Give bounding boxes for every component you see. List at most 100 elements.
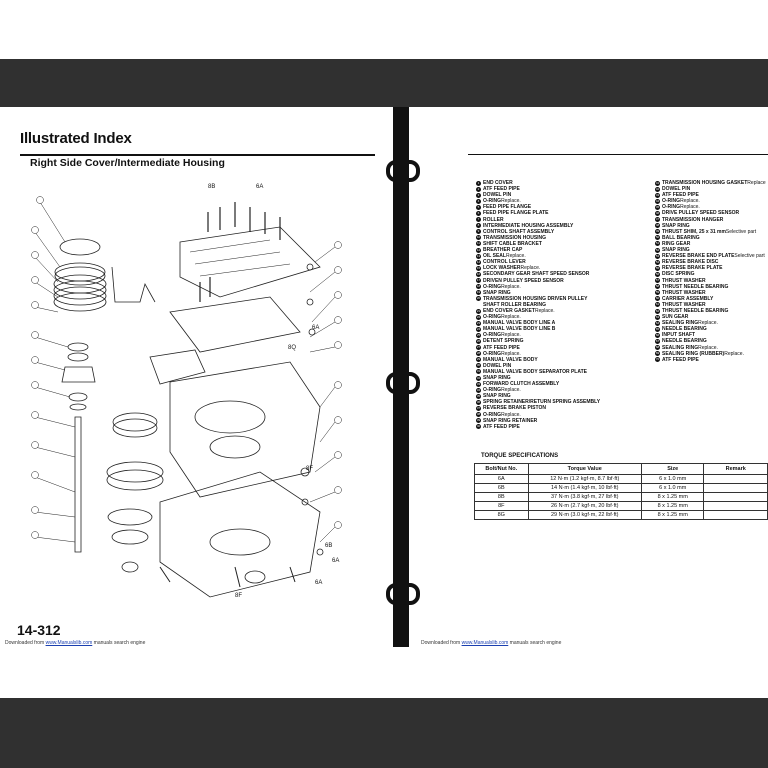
part-name: MANUAL VALVE BODY SEPARATOR PLATE: [483, 368, 587, 375]
callout-number: 23: [476, 320, 481, 326]
callout-number: 57: [655, 278, 660, 284]
bottom-dark-band: [0, 698, 768, 768]
callout-number: 2: [476, 186, 481, 192]
part-name: RING GEAR: [662, 240, 691, 247]
part-name: O-RING: [662, 198, 681, 205]
callout-number: 22: [476, 314, 481, 320]
part-name: CONTROL SHAFT ASSEMBLY: [483, 228, 555, 235]
part-name: FORWARD CLUTCH ASSEMBLY: [483, 381, 560, 388]
callout-number: 28: [476, 351, 481, 357]
part-name: TRANSMISSION HOUSING DRIVEN PULLEY: [483, 295, 588, 302]
part-note: Replace.: [501, 350, 521, 357]
callout-number: 68: [655, 345, 660, 351]
manualslib-link[interactable]: www.Manualslib.com: [461, 640, 509, 646]
callout-number: 64: [655, 320, 660, 326]
part-name: SPRING RETAINER/RETURN SPRING ASSEMBLY: [483, 399, 601, 406]
part-note: Replace.: [501, 314, 521, 321]
part-name: ATF FEED PIPE: [662, 356, 699, 363]
diagram-label: 6B: [325, 543, 332, 549]
diagram-label: 6A: [256, 184, 263, 190]
callout-number: 56: [655, 271, 660, 277]
callout-number: 1: [476, 180, 481, 186]
callout-number: 62: [655, 308, 660, 314]
callout-number: 66: [655, 332, 660, 338]
part-name: ATF FEED PIPE: [483, 423, 520, 430]
callout-number: 7: [476, 217, 481, 223]
table-cell: 26 N·m (2.7 kgf·m, 20 lbf·ft): [527, 501, 642, 511]
part-name: O-RING: [483, 350, 502, 357]
binder-ring: [386, 160, 420, 182]
part-name: O-RING: [483, 314, 502, 321]
forward-clutch: [112, 418, 158, 438]
part-name: SEALING RING: [662, 320, 699, 327]
part-name: DRIVE PULLEY SPEED SENSOR: [662, 210, 740, 217]
part-name: ATF FEED PIPE: [483, 186, 520, 193]
bearing: [121, 561, 139, 573]
callout-number: 25: [476, 332, 481, 338]
top-dark-band: [0, 59, 768, 107]
clutch-disc: [54, 266, 106, 286]
part-name: DOWEL PIN: [483, 362, 512, 369]
part-note: Replace.: [724, 350, 744, 357]
binder-ring: [386, 372, 420, 394]
part-note: Replace.: [501, 332, 521, 339]
table-cell: 8F: [474, 501, 529, 511]
callout-number: 15: [476, 265, 481, 271]
torque-header-row: Bolt/Nut No. Torque Value Size Remark: [474, 463, 768, 475]
callout-number: 20: [476, 296, 481, 302]
callout-number: 26: [476, 338, 481, 344]
callout-number: 47: [655, 217, 660, 223]
part-name: O-RING: [483, 411, 502, 418]
callout-number: 58: [655, 284, 660, 290]
feed-pipe: [111, 266, 156, 303]
diagram-label: 6A: [312, 325, 319, 331]
callout-number: 9: [476, 229, 481, 235]
callout-number: 4: [476, 198, 481, 204]
callout-number: 31: [476, 369, 481, 375]
table-cell: 8 x 1.25 mm: [640, 501, 705, 511]
callout-number: 10: [476, 235, 481, 241]
part-name: SNAP RING: [483, 289, 511, 296]
manualslib-link[interactable]: www.Manualslib.com: [45, 640, 93, 646]
part-name: END COVER: [483, 180, 513, 186]
part-name: THRUST SHIM, 25 x 31 mm: [662, 228, 726, 235]
page-bottom-margin: [0, 647, 768, 698]
callout-number: 48: [655, 223, 660, 229]
end-cover: [179, 226, 321, 298]
column-header: Bolt/Nut No.: [474, 463, 529, 475]
callout-number: 24: [476, 326, 481, 332]
manual-valve-body: [149, 349, 206, 385]
table-cell: 14 N·m (1.4 kgf·m, 10 lbf·ft): [527, 483, 642, 493]
callout-number: 38: [476, 412, 481, 418]
table-cell: [703, 492, 768, 502]
part-name: ROLLER: [483, 216, 504, 223]
part-name: CONTROL LEVER: [483, 259, 526, 266]
right-page: [409, 107, 768, 647]
callout-number: 40: [476, 424, 481, 430]
header-rule: [468, 154, 768, 155]
callout-number: 12: [476, 247, 481, 253]
